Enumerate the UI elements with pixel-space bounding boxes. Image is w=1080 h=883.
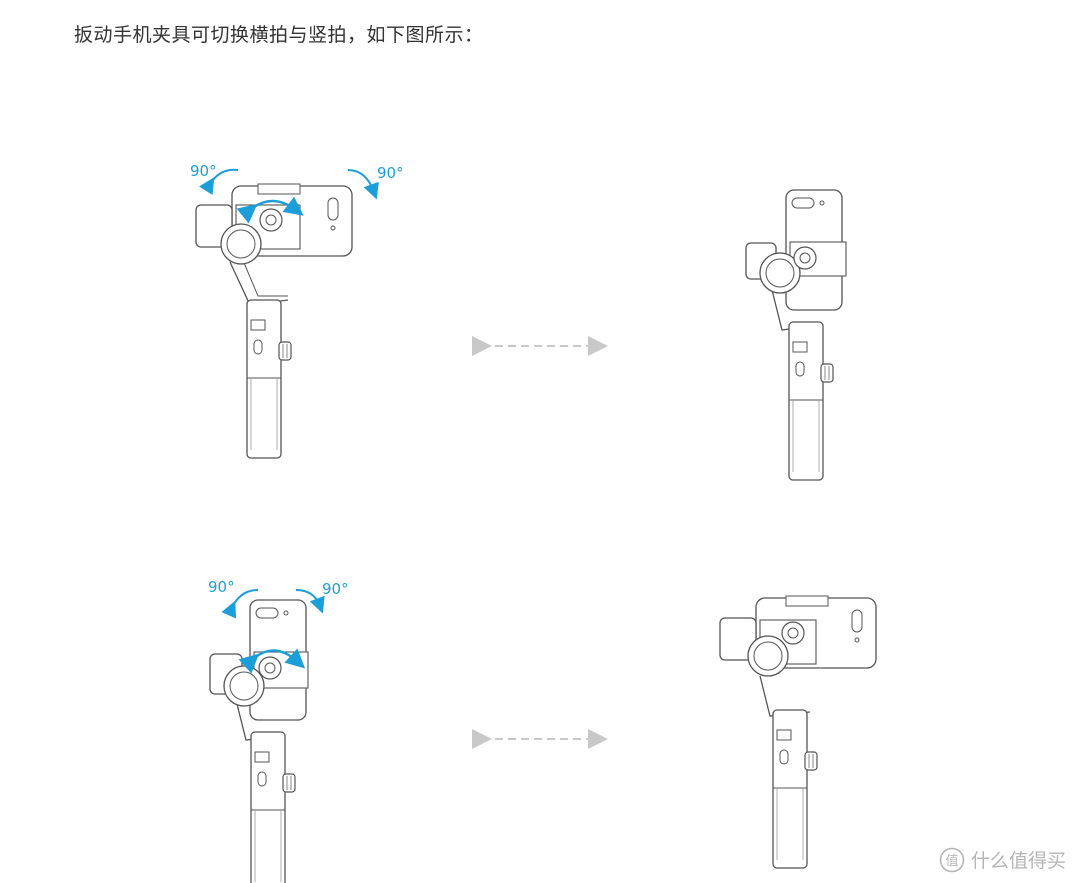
gimbal-landscape-bottom-right <box>719 595 877 869</box>
gimbal-portrait-bottom-left <box>209 599 309 883</box>
watermark-text: 什么值得买 <box>970 850 1066 872</box>
svg-text:值: 值 <box>945 853 958 869</box>
gimbal-landscape-top-left <box>195 183 353 459</box>
rotation-label: 90° <box>322 580 349 598</box>
intro-text: 扳动手机夹具可切换横拍与竖拍，如下图所示： <box>74 24 484 46</box>
smzdm-logo-icon: 值 <box>939 847 965 872</box>
rotation-label: 90° <box>190 162 217 180</box>
rotation-label: 90° <box>377 164 404 182</box>
gimbal-portrait-top-right <box>745 189 847 481</box>
watermark: 值 什么值得买 <box>939 846 1066 873</box>
rotation-label: 90° <box>208 578 235 596</box>
